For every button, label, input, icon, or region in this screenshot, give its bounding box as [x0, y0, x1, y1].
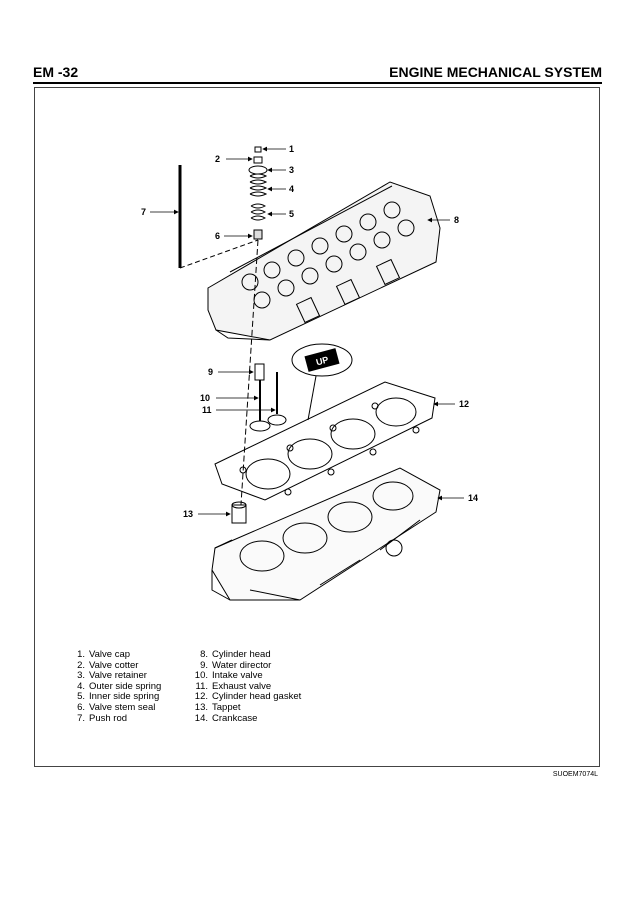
legend-item: 8.Cylinder head [200, 649, 271, 660]
callout-numbers: 1 2 3 4 5 6 7 8 9 10 11 12 13 14 [141, 144, 478, 519]
legend-item: 5.Inner side spring [77, 691, 160, 703]
callout-9: 9 [208, 367, 213, 377]
callout-14: 14 [468, 493, 478, 503]
header-rule [33, 82, 602, 84]
up-mark-label: UP [315, 355, 330, 368]
legend-item: 10.Intake valve [194, 670, 263, 682]
callout-13: 13 [183, 509, 193, 519]
legend-right-column: 8.Cylinder head 9.Water director 10.Inta… [190, 649, 302, 724]
callout-7: 7 [141, 207, 146, 217]
callout-5: 5 [289, 209, 294, 219]
figure-code: SUOEM7074L [552, 771, 598, 778]
crankcase-drawing [211, 467, 441, 601]
legend-item: 4.Outer side spring [77, 680, 162, 692]
legend-item: 12.Cylinder head gasket [194, 691, 302, 703]
section-title: ENGINE MECHANICAL SYSTEM [389, 64, 602, 80]
callout-lines [150, 146, 464, 517]
callout-4: 4 [289, 184, 294, 194]
callout-6: 6 [215, 231, 220, 241]
legend-item: 6.Valve stem seal [77, 701, 156, 713]
valve-train-drawing [178, 146, 287, 524]
callout-2: 2 [215, 154, 220, 164]
figure-frame [34, 87, 600, 767]
legend-left-column: 1.Valve cap 2.Valve cotter 3.Valve retai… [67, 649, 162, 724]
cylinder-head-drawing [207, 181, 441, 341]
callout-1: 1 [289, 144, 294, 154]
legend-item: 7.Push rod [77, 712, 128, 724]
page-number: EM -32 [33, 64, 79, 80]
legend-item: 2.Valve cotter [77, 659, 139, 671]
legend-item: 3.Valve retainer [77, 670, 147, 682]
up-mark-drawing: UP [291, 343, 353, 421]
callout-11: 11 [202, 405, 212, 415]
head-gasket-drawing [214, 381, 436, 501]
callout-8: 8 [454, 215, 459, 225]
legend-item: 11.Exhaust valve [195, 680, 272, 692]
legend-item: 13.Tappet [194, 701, 241, 713]
callout-3: 3 [289, 165, 294, 175]
legend-item: 14.Crankcase [194, 712, 258, 724]
callout-12: 12 [459, 399, 469, 409]
callout-10: 10 [200, 393, 210, 403]
legend-item: 1.Valve cap [77, 649, 131, 660]
legend-item: 9.Water director [200, 659, 272, 671]
